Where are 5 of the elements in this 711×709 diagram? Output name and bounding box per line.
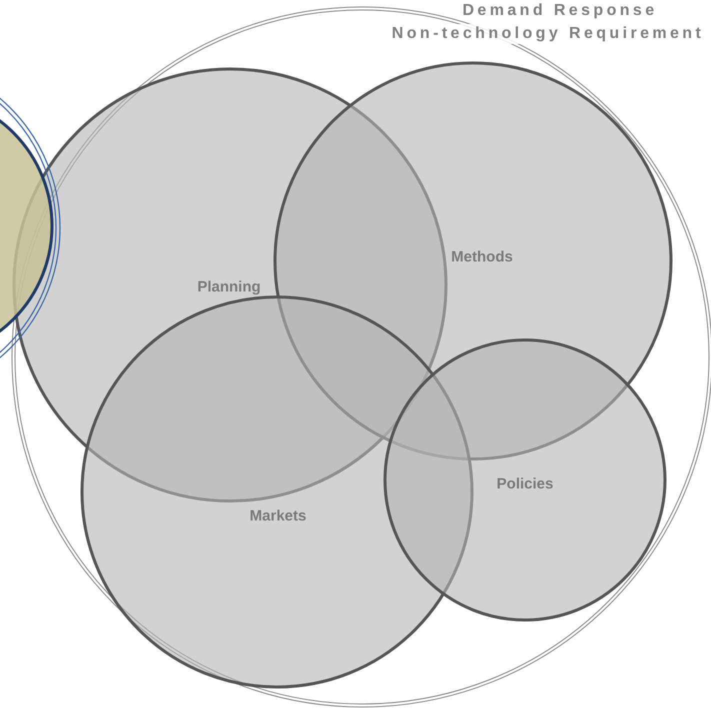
circle-label: Planning [197, 278, 261, 296]
circle-label: Methods [451, 248, 513, 266]
circle-label: Policies [496, 476, 554, 492]
circle-label: Markets [250, 508, 306, 524]
venn-circle [381, 336, 669, 624]
